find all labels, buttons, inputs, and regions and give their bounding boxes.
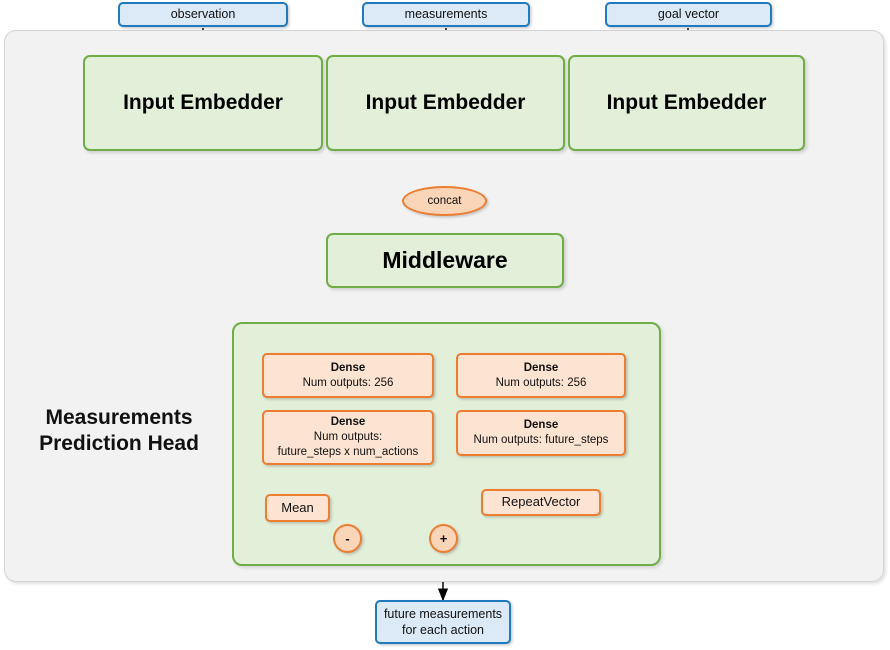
- left-dense-2-title: Dense: [330, 416, 366, 429]
- input-embedder-1-label: Input Embedder: [123, 91, 283, 114]
- left-dense-1-detail: Num outputs: 256: [302, 376, 394, 389]
- right-dense-2-detail-line-1: Num outputs: future_steps: [473, 434, 609, 446]
- left-dense-2-detail-line-1: Num outputs:: [313, 431, 383, 444]
- output-line-1: future measurements: [383, 606, 503, 621]
- subtract-operator-label: -: [345, 531, 350, 546]
- left-dense-2-detail-line-2: future_steps x num_actions: [277, 445, 419, 458]
- concat-label: concat: [427, 195, 462, 207]
- mean-label: Mean: [281, 499, 314, 515]
- subtract-operator[interactable]: -: [333, 524, 362, 553]
- input-observation-label: observation: [170, 7, 236, 22]
- input-observation[interactable]: observation: [118, 2, 288, 27]
- measurements-prediction-head-label: Measurements Prediction Head: [14, 405, 224, 456]
- input-goal-vector[interactable]: goal vector: [605, 2, 772, 27]
- middleware-block[interactable]: Middleware: [326, 233, 564, 288]
- repeat-vector-block[interactable]: RepeatVector: [481, 489, 601, 516]
- input-embedder-3[interactable]: Input Embedder: [568, 55, 805, 151]
- add-operator[interactable]: +: [429, 524, 458, 553]
- input-measurements-label: measurements: [404, 7, 488, 22]
- mean-block[interactable]: Mean: [265, 494, 330, 522]
- right-dense-1[interactable]: Dense Num outputs: 256: [456, 353, 626, 398]
- add-operator-label: +: [439, 531, 448, 546]
- input-embedder-1[interactable]: Input Embedder: [83, 55, 323, 151]
- left-dense-1-title: Dense: [330, 361, 366, 374]
- input-embedder-2-label: Input Embedder: [365, 91, 526, 114]
- left-dense-1[interactable]: Dense Num outputs: 256: [262, 353, 434, 398]
- right-dense-2-title: Dense: [523, 419, 559, 432]
- head-label-line-2: Prediction Head: [39, 431, 199, 455]
- repeat-vector-label: RepeatVector: [501, 494, 581, 510]
- concat-node[interactable]: concat: [402, 186, 487, 216]
- input-embedder-2[interactable]: Input Embedder: [326, 55, 565, 151]
- output-future-measurements[interactable]: future measurements for each action: [375, 600, 511, 644]
- middleware-label: Middleware: [382, 247, 508, 273]
- input-goal-vector-label: goal vector: [657, 7, 720, 22]
- right-dense-1-detail: Num outputs: 256: [495, 376, 587, 389]
- output-line-2: for each action: [402, 623, 484, 637]
- head-label-line-1: Measurements: [45, 406, 193, 429]
- left-dense-2[interactable]: Dense Num outputs: future_steps x num_ac…: [262, 410, 434, 465]
- input-measurements[interactable]: measurements: [362, 2, 530, 27]
- right-dense-1-title: Dense: [523, 361, 559, 374]
- input-embedder-3-label: Input Embedder: [606, 91, 767, 114]
- right-dense-2[interactable]: Dense Num outputs: future_steps: [456, 410, 626, 456]
